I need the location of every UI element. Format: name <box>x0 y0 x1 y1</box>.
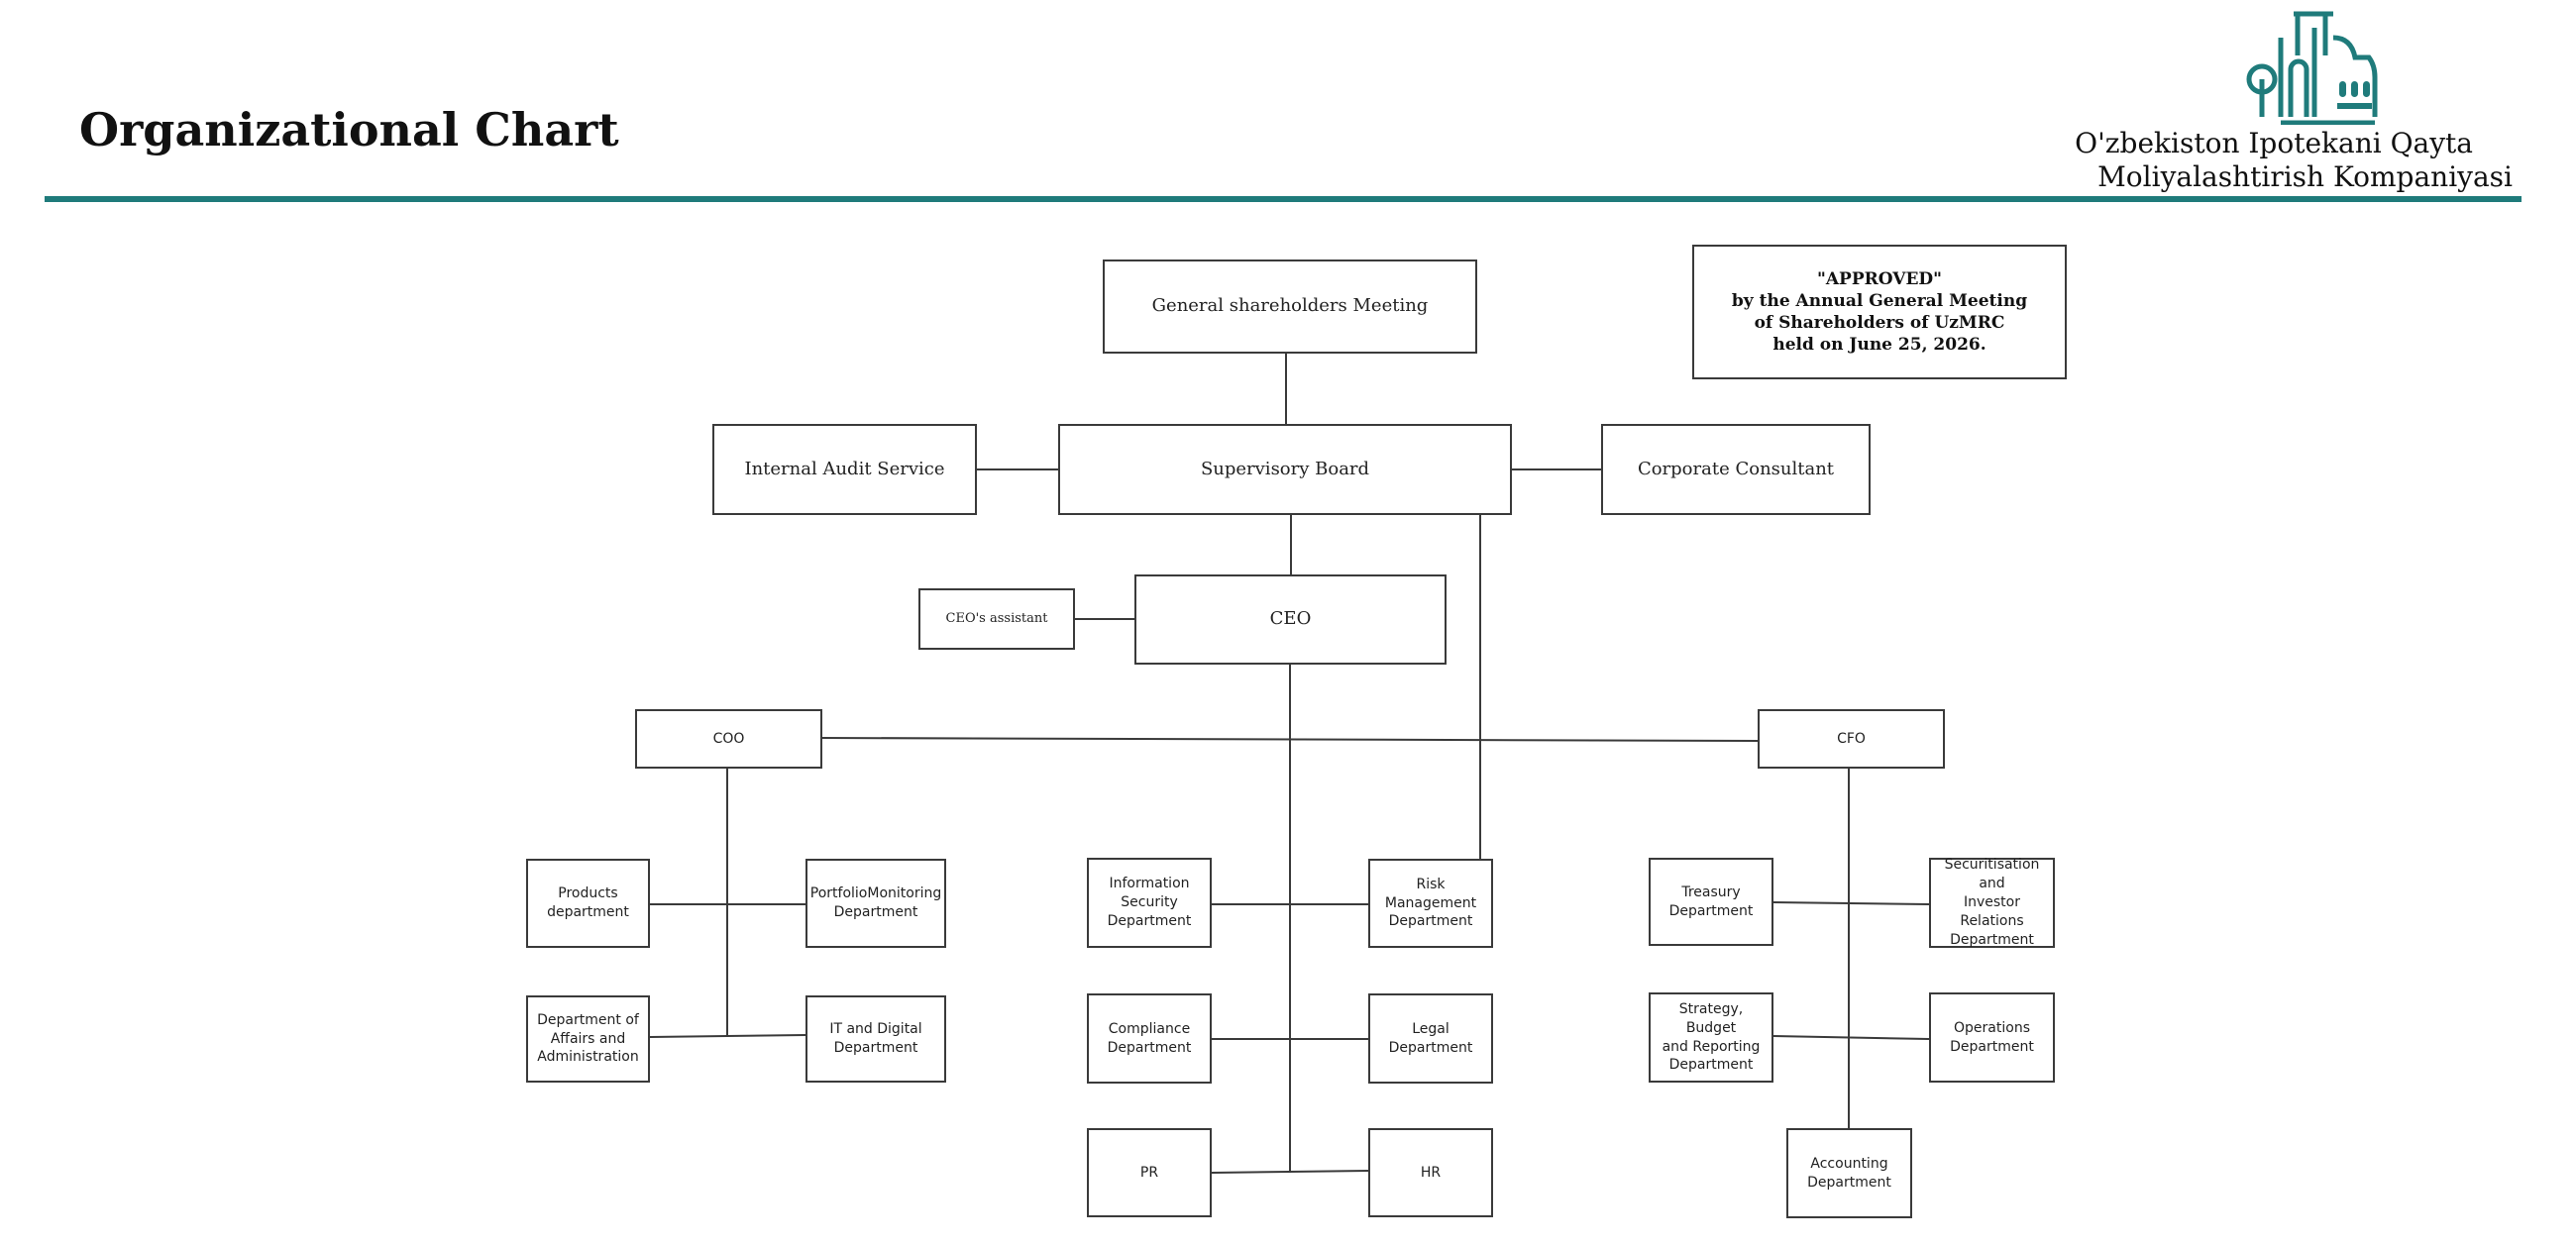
box-securitisation-investor-relations-department: Securitisation and Investor Relations De… <box>1929 857 2055 948</box>
line-affairs-it <box>649 1034 806 1038</box>
line-treasury-securitisation <box>1772 901 1930 905</box>
box-information-security-department: Information Security Department <box>1087 858 1212 948</box>
line-strategy-operations <box>1772 1035 1930 1040</box>
logo-text-line-1: O'zbekiston Ipotekani Qayta <box>2075 127 2473 159</box>
box-hr: HR <box>1368 1128 1493 1217</box>
logo-text-line-2: Moliyalashtirish Kompaniyasi <box>2097 160 2513 193</box>
approval-note: "APPROVED" by the Annual General Meeting… <box>1692 245 2067 379</box>
box-ceo: CEO <box>1134 574 1447 665</box>
box-risk-management-department: Risk Management Department <box>1368 859 1493 948</box>
page-title: Organizational Chart <box>79 103 619 156</box>
box-operations-department: Operations Department <box>1929 992 2055 1083</box>
box-products-department: Products department <box>526 859 650 948</box>
company-logo: O'zbekiston Ipotekani Qayta Moliyalashti… <box>2075 8 2517 196</box>
box-general-shareholders-meeting: General shareholders Meeting <box>1103 260 1477 354</box>
box-coo: COO <box>635 709 822 769</box>
box-department-affairs-administration: Department of Affairs and Administration <box>526 995 650 1083</box>
box-corporate-consultant: Corporate Consultant <box>1601 424 1871 515</box>
box-portfolio-monitoring-department: PortfolioMonitoring Department <box>805 859 946 948</box>
box-supervisory-board: Supervisory Board <box>1058 424 1512 515</box>
box-legal-department: Legal Department <box>1368 993 1493 1084</box>
box-strategy-budget-reporting-department: Strategy, Budget and Reporting Departmen… <box>1649 992 1773 1083</box>
box-cfo: CFO <box>1758 709 1945 769</box>
box-internal-audit-service: Internal Audit Service <box>712 424 977 515</box>
box-it-digital-department: IT and Digital Department <box>805 995 946 1083</box>
box-compliance-department: Compliance Department <box>1087 993 1212 1084</box>
box-treasury-department: Treasury Department <box>1649 858 1773 946</box>
box-pr: PR <box>1087 1128 1212 1217</box>
box-accounting-department: Accounting Department <box>1786 1128 1912 1218</box>
line-coo-cfo <box>821 737 1759 742</box>
approval-note-text: "APPROVED" by the Annual General Meeting… <box>1731 268 2028 356</box>
uzmrc-logo-icon <box>2246 11 2378 125</box>
box-ceo-assistant: CEO's assistant <box>918 588 1075 650</box>
header-divider <box>45 196 2522 202</box>
line-pr-hr <box>1211 1170 1369 1174</box>
